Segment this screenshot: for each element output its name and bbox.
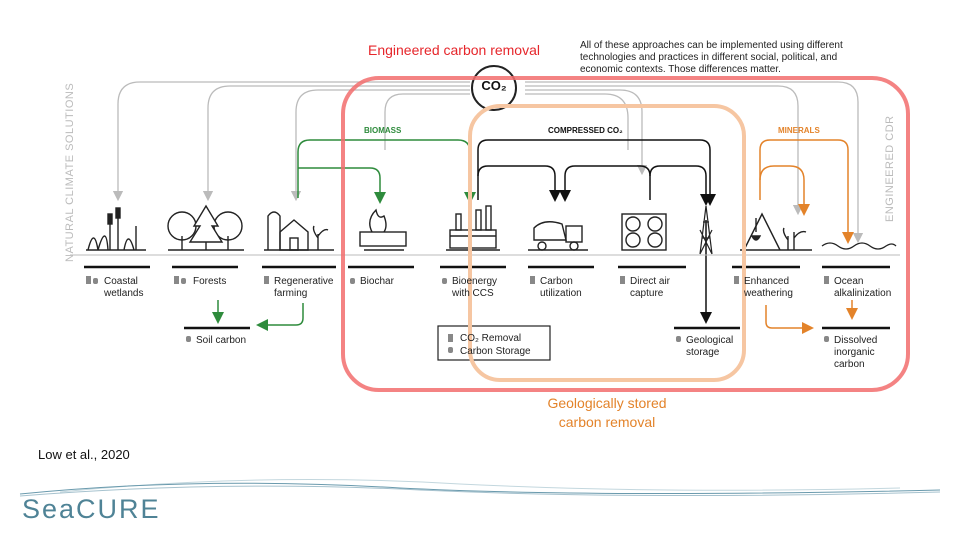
soil-carbon-arrows <box>212 300 304 331</box>
direct-air-capture-label: Direct air capture <box>630 276 671 299</box>
citation: Low et al., 2020 <box>38 447 130 462</box>
legend-removal-label: CO₂ Removal <box>460 333 522 344</box>
biomass-label: BIOMASS <box>364 126 402 135</box>
brand-wave-lines <box>19 479 941 497</box>
weathering-icon <box>740 212 812 251</box>
geological-storage-label: Geological storage <box>686 335 734 358</box>
engineered-cdr-side-label: ENGINEERED CDR <box>884 115 896 222</box>
marker-icons <box>86 276 829 353</box>
geologically-stored-label: Geologically stored carbon removal <box>547 395 667 430</box>
dac-fan-icon <box>621 213 667 251</box>
forests-label: Forests <box>193 276 227 287</box>
compressed-co2-label: COMPRESSED CO₂ <box>548 126 623 135</box>
compressed-co2-flow <box>477 139 716 324</box>
enhanced-weathering-label: Enhanced weathering <box>744 276 793 299</box>
truck-icon <box>528 221 588 251</box>
soil-carbon-label: Soil carbon <box>196 335 247 346</box>
co2-badge-text: CO₂ <box>481 78 507 93</box>
seacure-logo: SeaCURE <box>22 494 161 524</box>
ocean-wave-icon <box>821 242 897 250</box>
legend-box <box>437 325 551 361</box>
dissolved-inorganic-carbon-label: Dissolved inorganic carbon <box>834 335 878 370</box>
wetland-icon <box>86 207 146 251</box>
geological-cdr-box <box>468 104 746 382</box>
ocean-alkalinization-label: Ocean alkalinization <box>834 276 892 299</box>
derrick-icon <box>699 205 713 255</box>
engineered-carbon-removal-label: Engineered carbon removal <box>368 42 540 58</box>
legend-storage-label: Carbon Storage <box>460 346 531 357</box>
ambient-co2-arrows <box>112 81 864 244</box>
farm-icon <box>264 211 334 251</box>
minerals-flow <box>759 139 858 334</box>
regenerative-farming-label: Regenerative farming <box>274 276 334 299</box>
biochar-label: Biochar <box>360 276 394 287</box>
natural-climate-solutions-label: NATURAL CLIMATE SOLUTIONS <box>64 82 76 262</box>
carbon-utilization-label: Carbon utilization <box>540 276 582 299</box>
forest-icon <box>167 204 244 251</box>
biochar-icon <box>359 208 407 251</box>
engineered-cdr-box <box>341 76 910 392</box>
coastal-wetlands-label: Coastal wetlands <box>104 276 144 299</box>
contexts-note: All of these approaches can be implement… <box>580 40 843 75</box>
biomass-flow <box>297 139 476 204</box>
minerals-label: MINERALS <box>778 126 820 135</box>
bioenergy-icon <box>446 205 500 251</box>
bioenergy-ccs-label: Bioenergy with CCS <box>452 276 498 299</box>
